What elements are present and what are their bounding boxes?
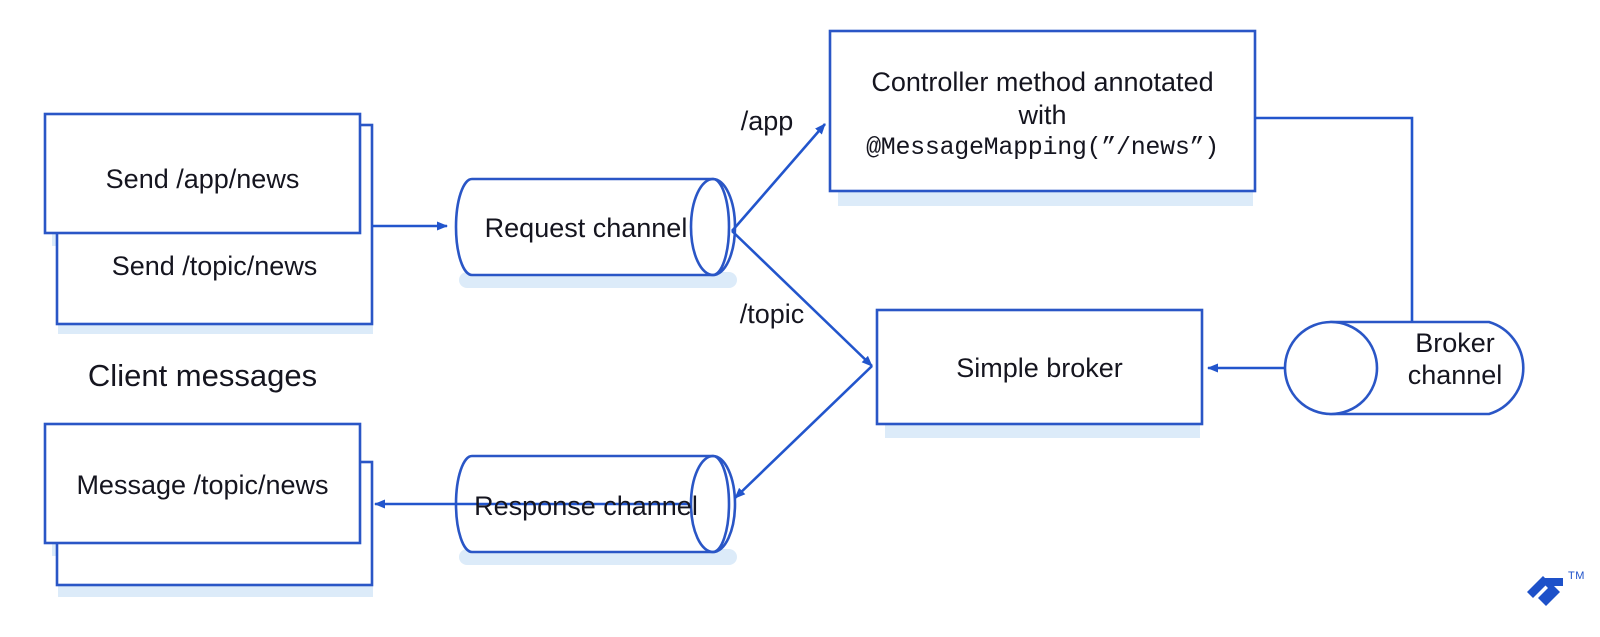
connector-controller-to-broker-channel: [1255, 116, 1414, 321]
toptal-logo-icon: [1527, 576, 1563, 606]
connector-layer: [372, 116, 1414, 509]
client-message-front-box: [43, 112, 362, 235]
controller-method-box: [828, 29, 1257, 193]
simple-broker-box: [875, 308, 1204, 426]
trademark-label: TM: [1568, 570, 1585, 582]
request-channel-shape: [454, 177, 737, 277]
connector-request-to-broker: [731, 230, 873, 367]
server-message-front-box: [43, 422, 362, 545]
broker-channel-shape: [1283, 320, 1525, 416]
connector-broker-to-response: [734, 365, 873, 499]
connector-request-to-controller: [731, 123, 826, 232]
